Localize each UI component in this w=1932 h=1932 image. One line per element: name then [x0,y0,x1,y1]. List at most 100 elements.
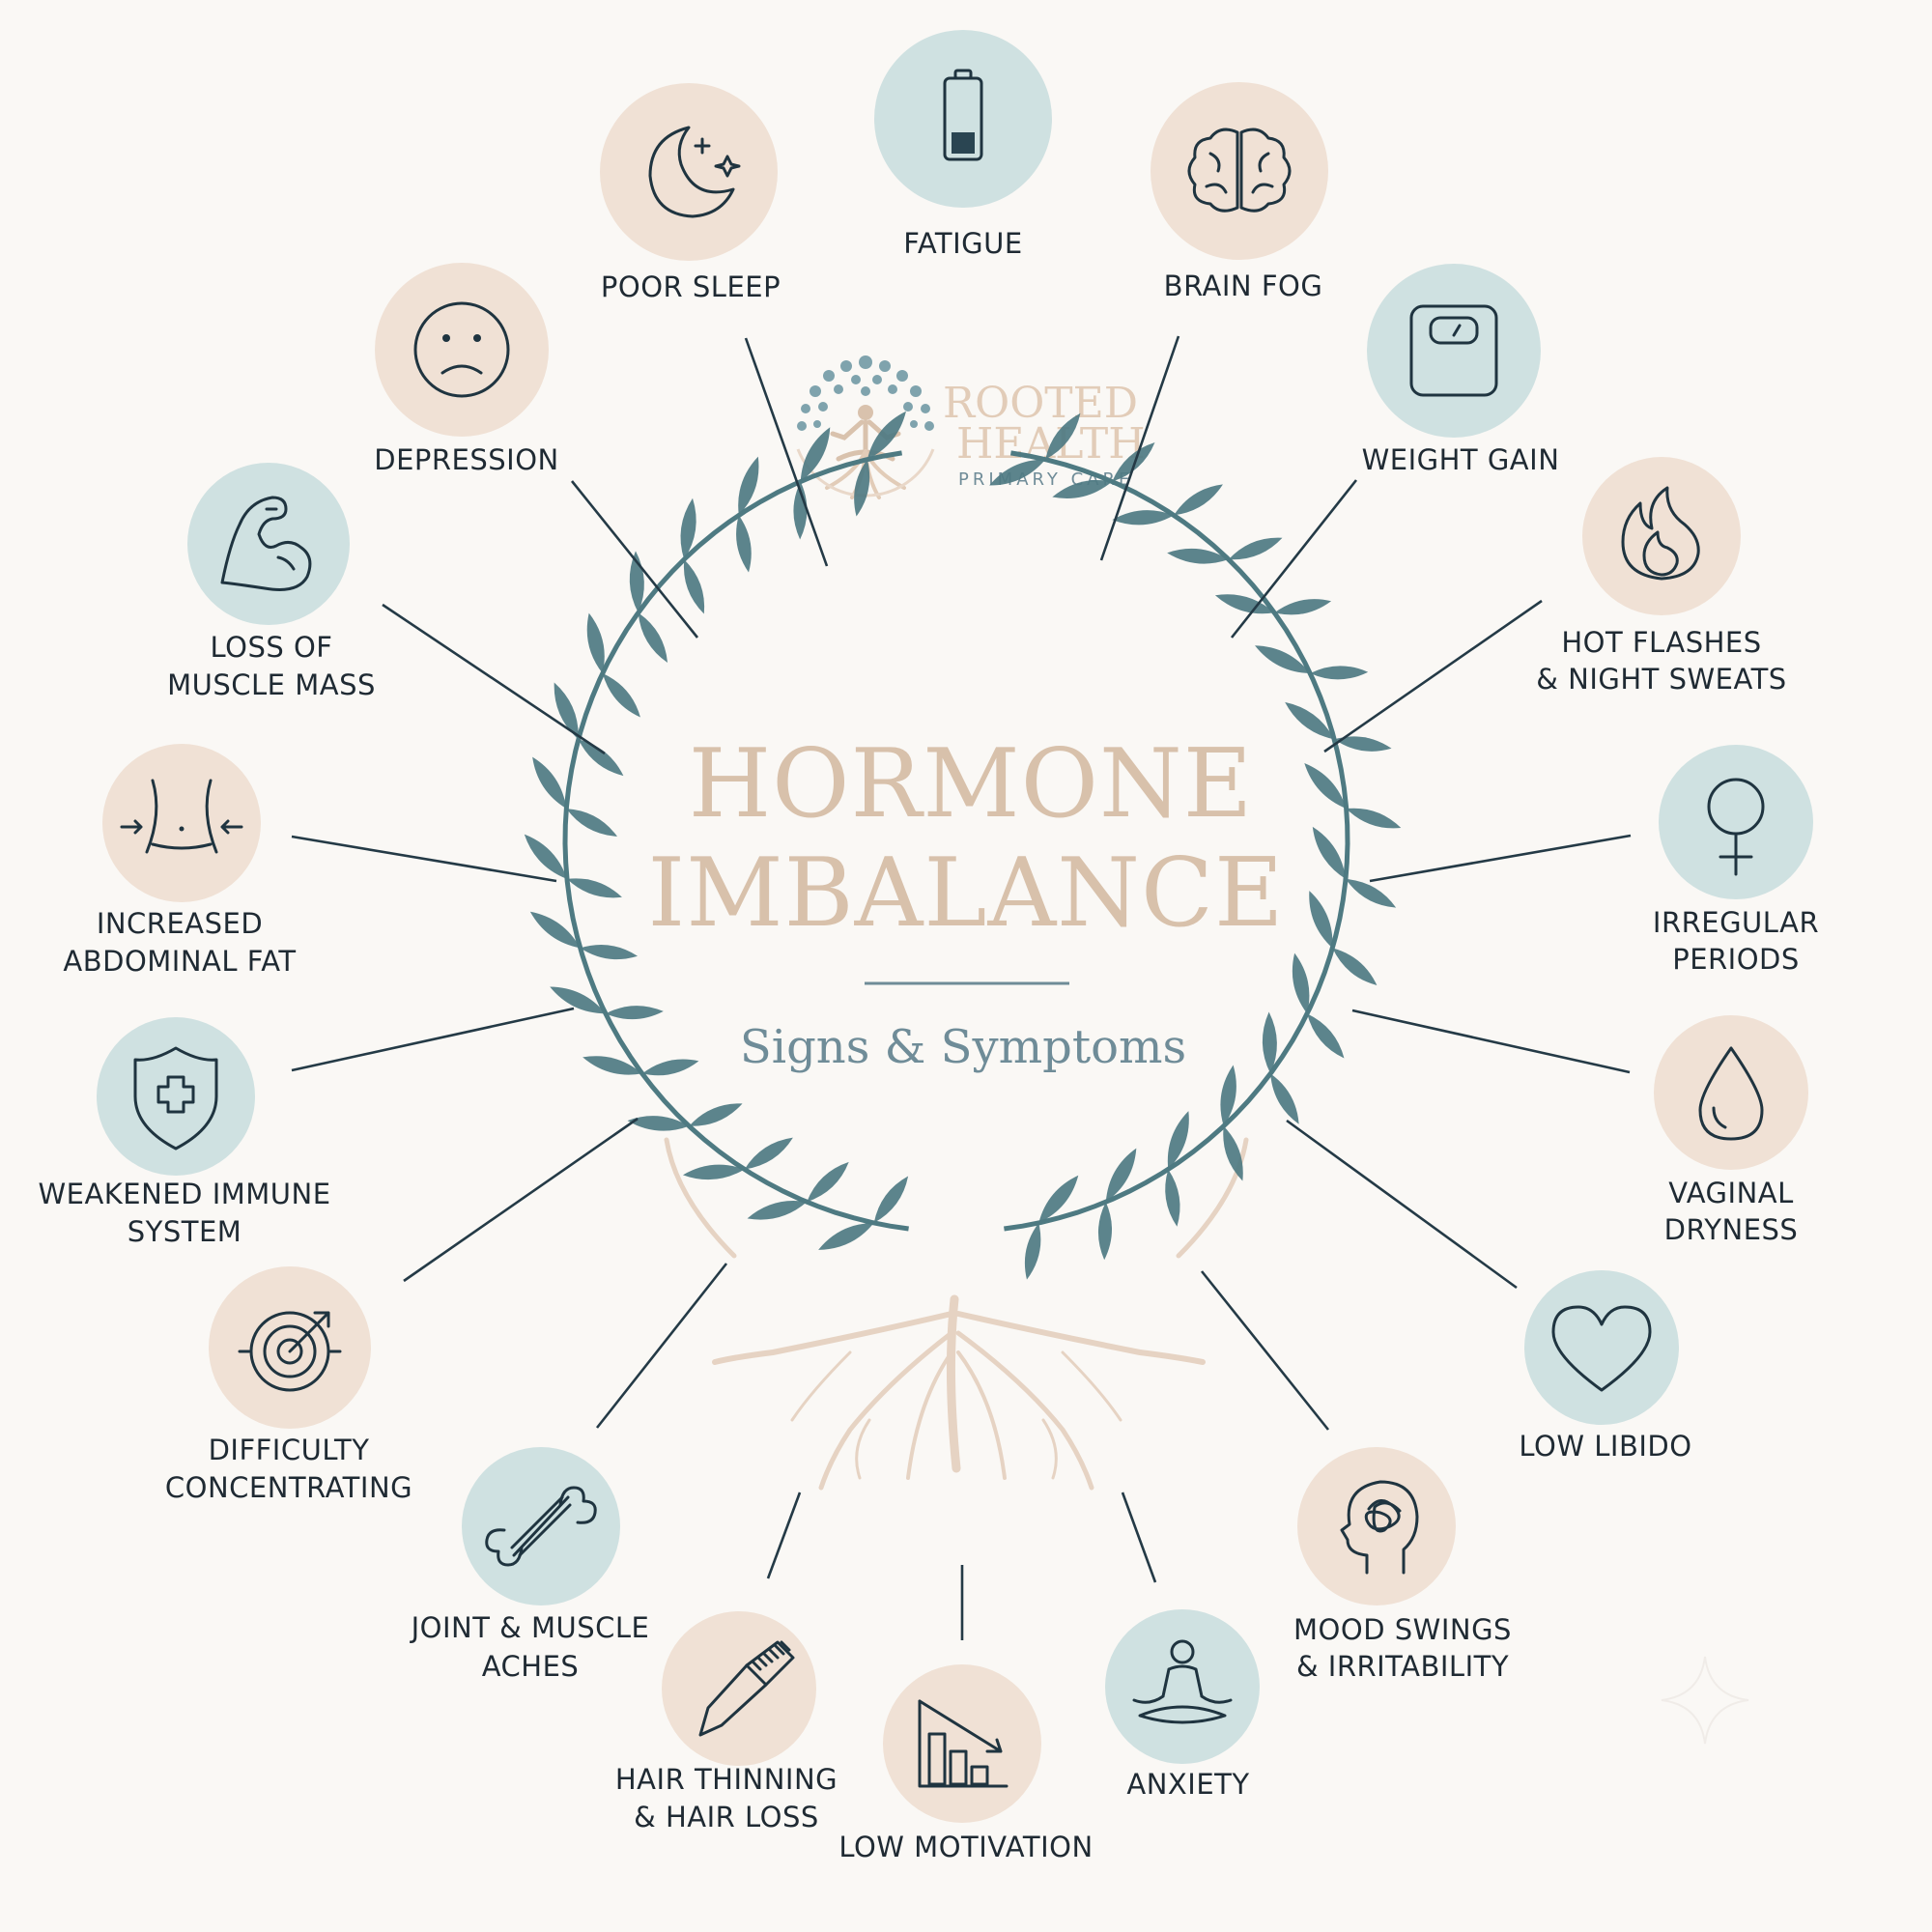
brain-icon [1187,128,1292,213]
connector-line [1230,479,1358,639]
connector-line [291,1007,575,1072]
symptom-label: HAIR THINNING [615,1763,838,1796]
bone-icon [485,1486,597,1567]
symptom-circle [1367,264,1541,438]
scale-icon [1409,304,1498,397]
symptom-hair-thinning: HAIR THINNING & HAIR LOSS [615,1611,838,1833]
symptom-label: DEPRESSION [374,443,559,476]
symptom-circle [600,83,778,261]
wreath-leaf [641,1059,699,1076]
symptom-low-libido: LOW LIBIDO [1519,1270,1691,1463]
wreath-leaf [738,456,759,516]
flame-icon [1621,486,1700,581]
symptom-label: MUSCLE MASS [167,668,376,701]
wreath-leaf [1167,1111,1189,1170]
symptom-label: IRREGULAR [1653,906,1819,939]
connector-line [1099,335,1180,561]
wreath-leaf [1307,1013,1345,1059]
wreath-leaf [1346,878,1397,908]
wreath-leaf [627,1116,690,1131]
wreath-leaf [1214,594,1275,614]
symptom-label: PERIODS [1672,943,1800,976]
title-line2: IMBALANCE [648,838,1285,949]
wreath-leaf [807,1161,849,1203]
wreath-leaf [1274,599,1332,615]
wreath-leaf [602,673,640,718]
wreath-leaf [873,1176,909,1223]
connector-line [1351,1009,1631,1074]
symptom-circle [1297,1447,1456,1605]
symptom-irregular-periods: IRREGULAR PERIODS [1653,745,1819,976]
symptom-label: & NIGHT SWEATS [1536,663,1786,696]
connector-line [1369,834,1632,883]
wreath-leaf [1312,826,1347,879]
battery-low-icon [943,69,983,161]
sparkle-icon [1661,1656,1749,1745]
moon-stars-icon [648,126,741,218]
connector-line [570,480,699,639]
wreath-leaf [578,739,624,777]
wreath-leaf [1346,808,1402,829]
symptom-label: POOR SLEEP [601,270,781,303]
wreath-leaf [818,1222,874,1250]
symptom-circle [1654,1015,1808,1170]
symptom-label: MOOD SWINGS [1293,1613,1512,1646]
connector-lines [291,335,1632,1640]
symptom-label: ANXIETY [1126,1768,1249,1801]
symptom-circle [662,1611,816,1766]
meditation-icon [1132,1639,1233,1724]
symptom-label: HOT FLASHES [1561,626,1761,659]
laurel-wreath [524,411,1402,1280]
symptom-label: LOW MOTIVATION [838,1831,1093,1863]
connector-line [595,1263,728,1429]
symptom-circle [1659,745,1813,899]
wreath-leaf [554,682,579,740]
waist-icon [120,779,243,854]
symptom-brain-fog: BRAIN FOG [1151,82,1328,302]
wreath-leaf [747,1201,808,1220]
symptom-label: DIFFICULTY [209,1434,370,1466]
wreath-leaf [1174,484,1223,516]
wreath-leaf [744,1137,793,1170]
wreath-leaf [1045,412,1081,460]
wreath-leaf [1165,1169,1180,1227]
symptom-label: & IRRITABILITY [1296,1650,1509,1683]
symptom-circle [874,30,1052,208]
symptom-label: SYSTEM [128,1215,242,1248]
water-drop-icon [1698,1046,1764,1141]
symptom-label: ACHES [482,1650,580,1683]
symptom-circle [1105,1609,1260,1764]
wreath-leaf [1097,1202,1113,1261]
female-symbol-icon [1707,778,1765,876]
wreath-leaf [1262,1011,1277,1074]
connector-line [1200,1270,1330,1431]
connector-line [382,603,606,755]
comb-icon [698,1640,795,1737]
wreath-leaf [1309,891,1333,949]
symptom-fatigue: FATIGUE [874,30,1052,260]
wreath-leaf [1112,441,1155,482]
symptom-label: INCREASED [97,907,263,940]
wreath-leaf [1332,948,1378,985]
symptom-circle [1524,1270,1679,1425]
symptom-label: & HAIR LOSS [634,1801,819,1833]
wreath-leaf [550,986,606,1014]
symptom-label: WEIGHT GAIN [1362,443,1560,476]
connector-line [291,835,557,883]
target-icon [238,1311,342,1392]
wreath-leaf [1270,1073,1299,1124]
wreath-leaf [1052,480,1113,499]
wreath-leaf [1334,736,1392,752]
wreath-leaf [1105,1148,1137,1203]
wreath-leaf [793,481,808,540]
symptom-poor-sleep: POOR SLEEP [600,83,781,303]
symptom-label: FATIGUE [903,227,1022,260]
symptom-label: BRAIN FOG [1164,270,1323,302]
shield-cross-icon [133,1046,218,1151]
